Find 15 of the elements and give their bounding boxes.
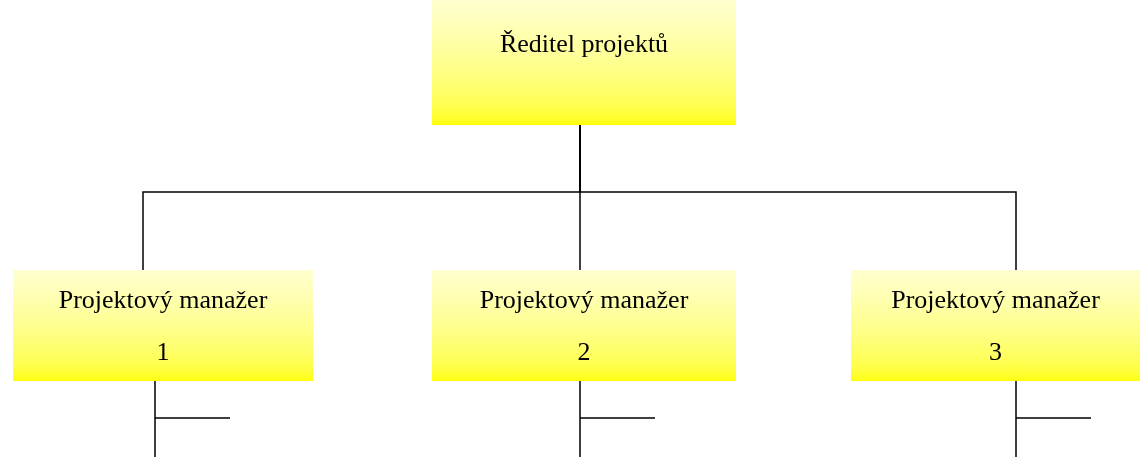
- org-box: [851, 270, 1140, 381]
- box-title: 1: [156, 336, 170, 368]
- box-title: Projektový manažer: [891, 284, 1100, 316]
- connector-line: [579, 124, 1017, 271]
- connector-line: [1015, 380, 1092, 457]
- connector-line: [579, 380, 656, 457]
- box-title: 2: [577, 336, 591, 368]
- org-box: [432, 270, 736, 381]
- box-title: Projektový manažer: [479, 284, 689, 316]
- box-title: Ředitel projektů: [499, 28, 669, 60]
- org-box: [13, 270, 313, 381]
- connector-line: [154, 380, 231, 457]
- box-title: Projektový manažer: [58, 284, 268, 316]
- org-box: [432, 0, 736, 125]
- box-title: 3: [989, 336, 1002, 368]
